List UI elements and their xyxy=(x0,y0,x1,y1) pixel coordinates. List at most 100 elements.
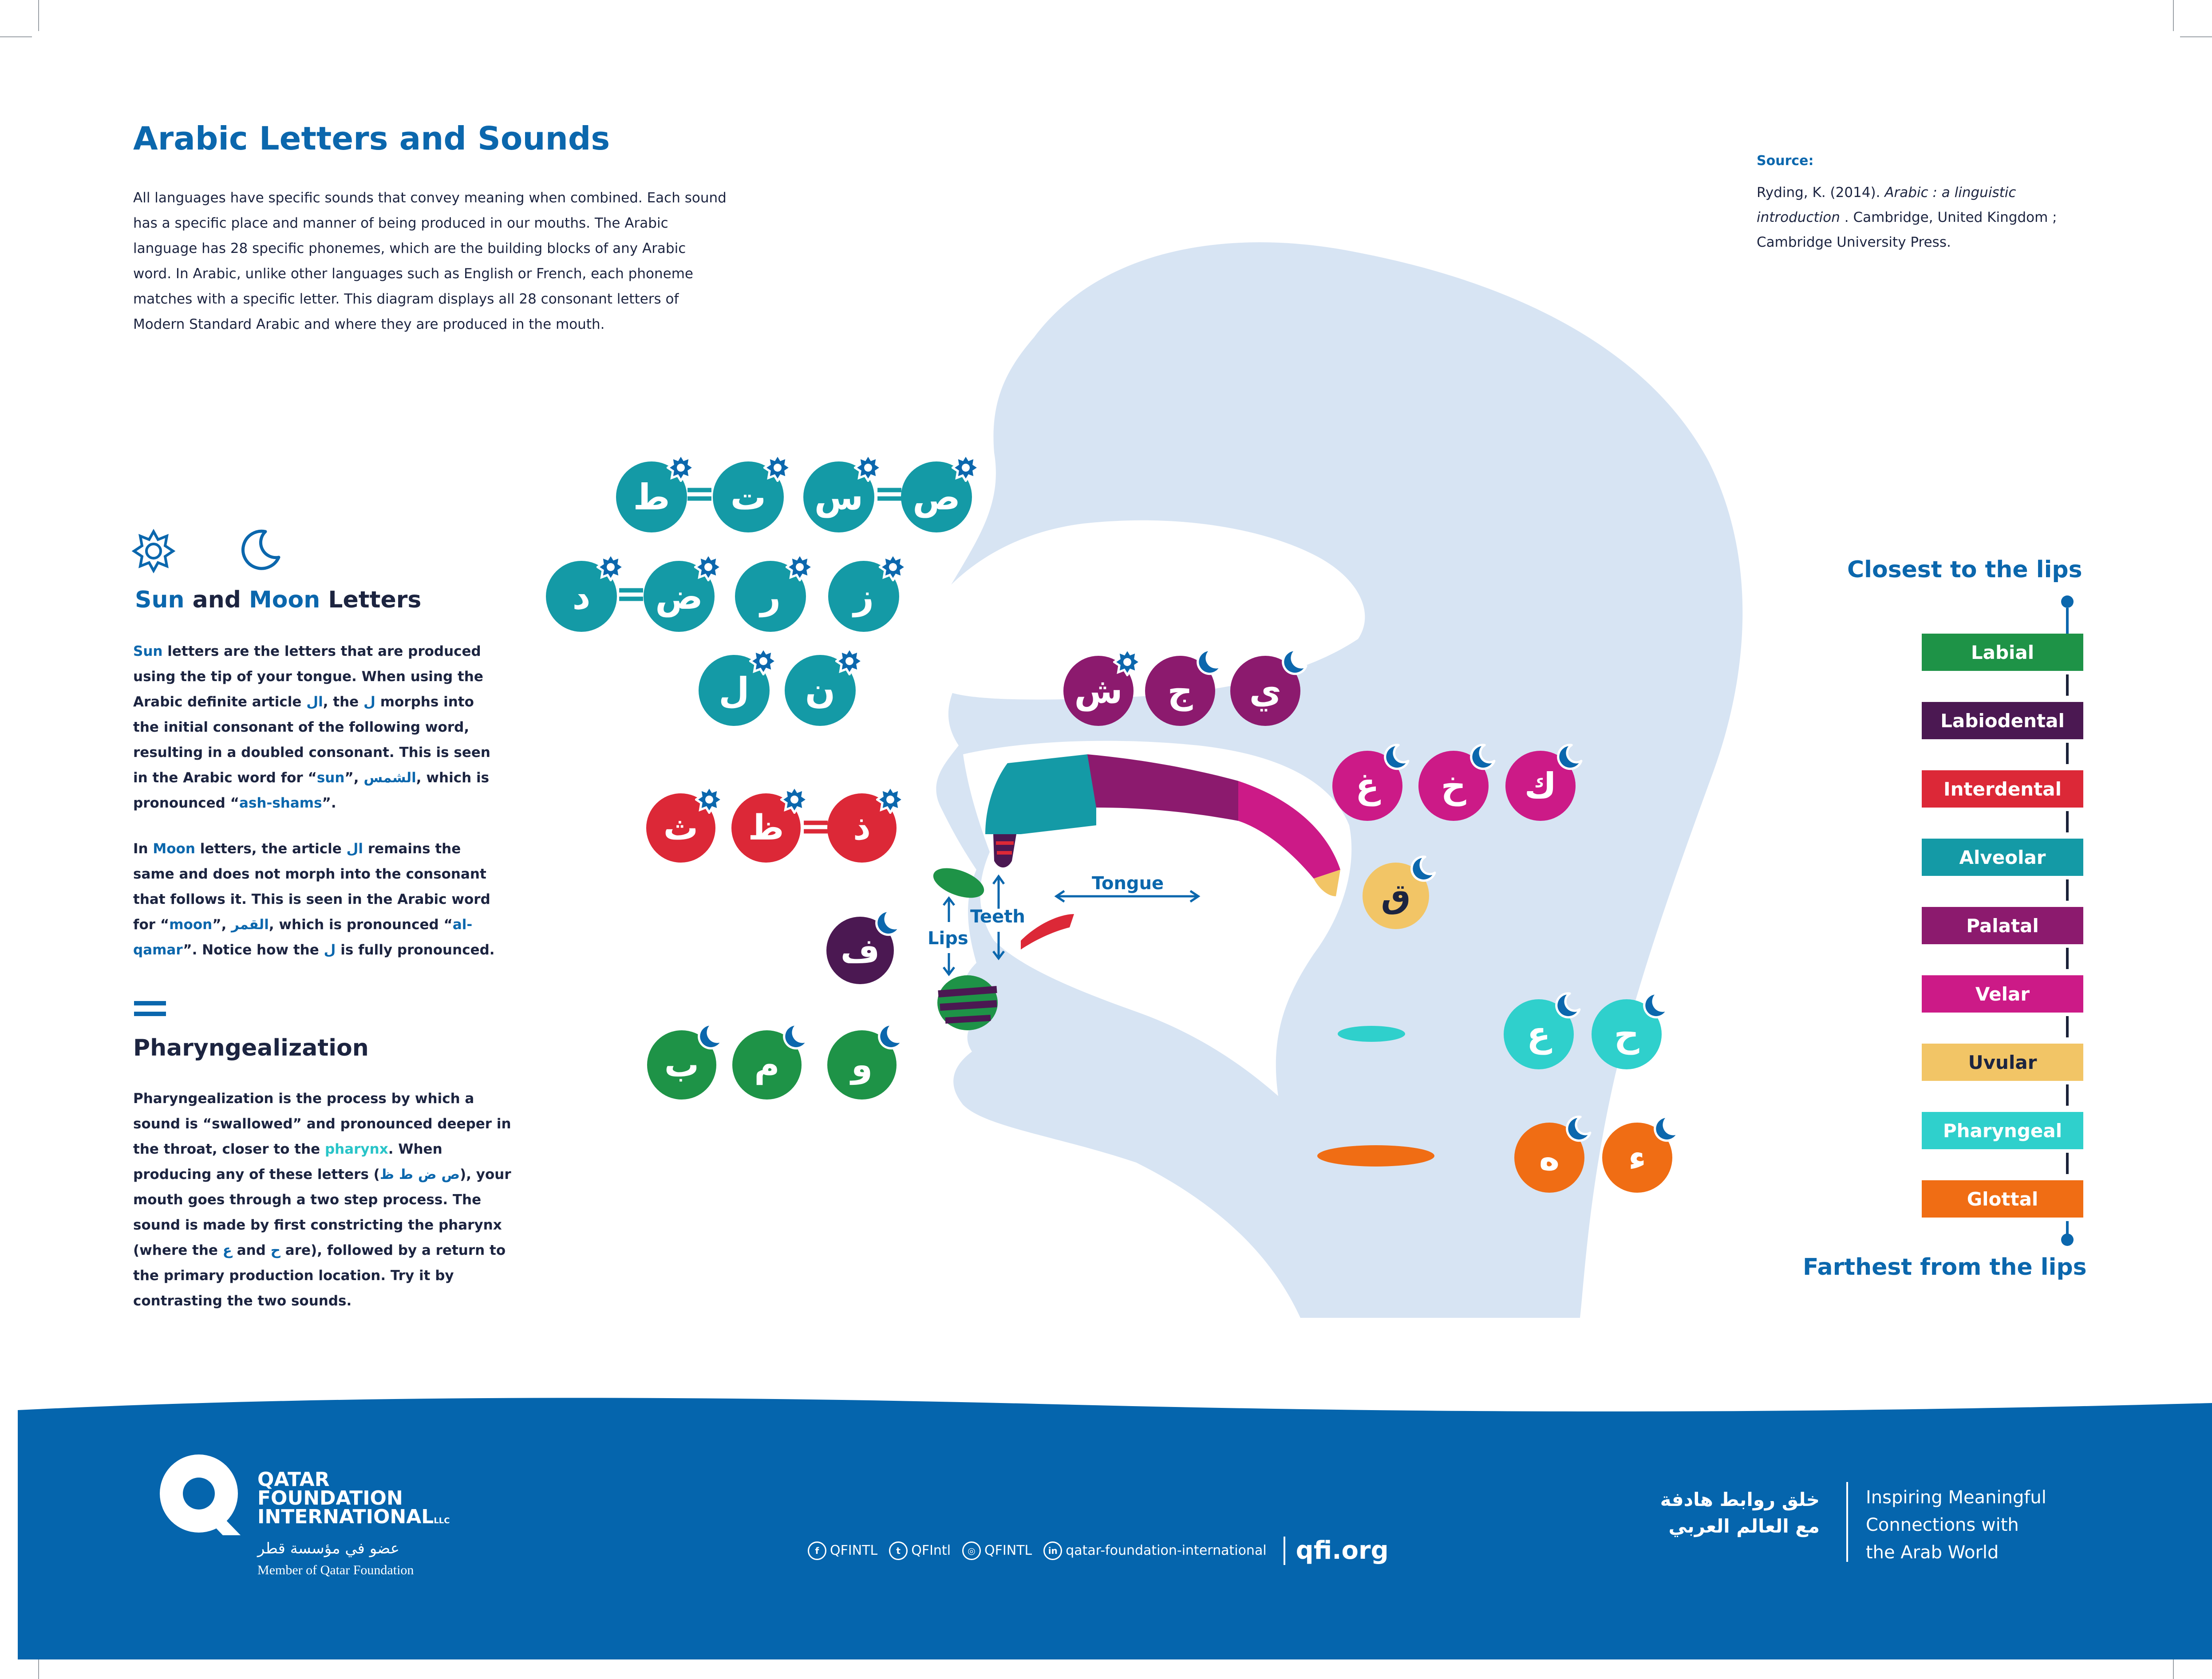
tongue-label: Tongue xyxy=(1090,873,1166,894)
letter-glyph: ب xyxy=(664,1045,699,1085)
pharynx-mark xyxy=(1338,1026,1405,1042)
letter-glyph: ق xyxy=(1381,876,1411,915)
scale-item-palatal: Palatal xyxy=(1922,907,2083,944)
sun-text: ”. xyxy=(322,795,336,811)
lips-label: Lips xyxy=(928,928,968,949)
emphatic-letters: ص ض ط ظ xyxy=(379,1167,460,1182)
sun-moon-heading: Sun and Moon Letters xyxy=(135,587,421,613)
scale-connector xyxy=(2066,743,2069,764)
crop-mark xyxy=(2180,36,2212,37)
scale-connector xyxy=(2066,1153,2069,1174)
scale-endpoint xyxy=(2061,595,2074,608)
letter-glyph: ك xyxy=(1524,765,1557,806)
sun-badge-icon xyxy=(877,552,908,583)
social-link[interactable]: f QFINTL xyxy=(808,1541,877,1560)
equals-sign: = xyxy=(683,471,716,516)
pharyngealization-heading: Pharyngealization xyxy=(133,1035,369,1061)
sun-text: ”, xyxy=(344,770,364,786)
oral-cavity xyxy=(963,741,1352,1096)
moon-text: In xyxy=(133,841,153,857)
sun-word: Sun xyxy=(135,587,185,613)
social-handle: QFINTL xyxy=(984,1543,1032,1558)
moon-badge-icon xyxy=(1553,991,1582,1021)
social-link[interactable]: ◎QFINTL xyxy=(962,1541,1032,1560)
moon-badge-icon xyxy=(1652,1115,1680,1145)
velum-band xyxy=(1238,781,1340,879)
letter-glyph: ض xyxy=(655,575,703,617)
sun-text: , which is pronounced “ xyxy=(133,770,490,811)
equals-sign: = xyxy=(800,804,832,848)
letter-glyph: ص xyxy=(912,476,960,518)
alveolar-ridge xyxy=(985,754,1096,834)
sun-icon xyxy=(131,529,176,573)
article-al: ال xyxy=(306,694,323,710)
moon-text: is fully pronounced. xyxy=(336,942,495,958)
crop-mark xyxy=(0,36,32,37)
sun-badge-icon xyxy=(595,552,626,583)
crop-mark xyxy=(38,0,39,31)
letter-glyph: ت xyxy=(730,476,766,518)
letter-glyph: ش xyxy=(1074,670,1123,711)
moon-paragraph: In Moon letters, the article ال remains … xyxy=(133,836,502,963)
letter-glyph: د xyxy=(572,575,591,617)
scale-item-velar: Velar xyxy=(1922,975,2083,1013)
sun-text: letters are the letters that are produce… xyxy=(133,643,483,710)
phar-text: and xyxy=(232,1242,271,1258)
moon-badge-icon xyxy=(696,1022,724,1052)
sun-text: , the xyxy=(323,694,363,710)
letter-bubble-jeem: ج xyxy=(1145,656,1215,726)
tagline-arabic: خلق روابط هادفة مع العالم العربي xyxy=(1642,1486,1820,1540)
source-title-cont: introduction xyxy=(1757,209,1840,225)
palate-band xyxy=(1087,754,1238,821)
phar-text: . When producing any of these letters ( xyxy=(133,1141,442,1182)
website-link[interactable]: qfi.org xyxy=(1296,1536,1389,1565)
moon-word-example: moon xyxy=(169,917,213,933)
moon-text: remains the same and does not morph into… xyxy=(133,841,490,933)
moon-badge-icon xyxy=(1409,855,1437,885)
upper-lip xyxy=(933,868,984,898)
ash-shams-latin: ash-shams xyxy=(239,795,322,811)
letter-glyph: ح xyxy=(1614,1014,1639,1055)
phar-text: Pharyngealization is the process by whic… xyxy=(133,1091,511,1157)
page-title: Arabic Letters and Sounds xyxy=(133,120,610,157)
sun-badge-icon xyxy=(665,452,696,484)
sun-badge-icon xyxy=(1112,646,1143,678)
moon-badge-icon xyxy=(1641,991,1670,1021)
sun-text: morphs into the initial consonant of the… xyxy=(133,694,491,786)
letters-word: Letters xyxy=(320,587,422,613)
instagram-icon: ◎ xyxy=(962,1541,981,1560)
facebook-icon: f xyxy=(808,1541,826,1560)
sun-badge-icon xyxy=(853,452,884,484)
member-arabic: عضو في مؤسسة قطر xyxy=(257,1540,400,1557)
letter-lam: ل xyxy=(363,694,375,710)
social-handle: QFINTL xyxy=(830,1543,878,1558)
sun-badge-icon xyxy=(748,646,779,677)
tagline-english: Inspiring Meaningful Connections with th… xyxy=(1866,1484,2046,1566)
sun-badge-icon xyxy=(779,784,810,816)
moon-text: letters, the article xyxy=(195,841,347,857)
equals-icon xyxy=(134,1001,166,1017)
moon-text: ”. Notice how the xyxy=(183,942,324,958)
source-title: Arabic : a linguistic xyxy=(1884,185,2016,201)
source-heading: Source: xyxy=(1757,153,1814,169)
source-publisher: . Cambridge, United Kingdom ; xyxy=(1840,209,2057,225)
scale-connector xyxy=(2066,1221,2069,1243)
al-qamar-latin: al-qamar xyxy=(133,917,473,958)
scale-connector xyxy=(2066,948,2069,969)
letter-bubble-seen: س xyxy=(803,461,874,532)
moon-badge-icon xyxy=(1468,743,1497,773)
sun-badge-icon xyxy=(784,552,815,583)
moon-text: ”, xyxy=(212,917,232,933)
scale-item-interdental: Interdental xyxy=(1922,770,2083,808)
moon-badge-icon xyxy=(781,1022,810,1052)
social-handle: QFIntl xyxy=(911,1543,951,1558)
scale-connector xyxy=(2066,811,2069,832)
moon-badge-icon xyxy=(1280,648,1308,678)
scale-item-glottal: Glottal xyxy=(1922,1180,2083,1218)
tagline-en-line: the Arab World xyxy=(1866,1542,1999,1563)
scale-item-pharyngeal: Pharyngeal xyxy=(1922,1112,2083,1149)
sun-badge-icon xyxy=(875,784,906,816)
